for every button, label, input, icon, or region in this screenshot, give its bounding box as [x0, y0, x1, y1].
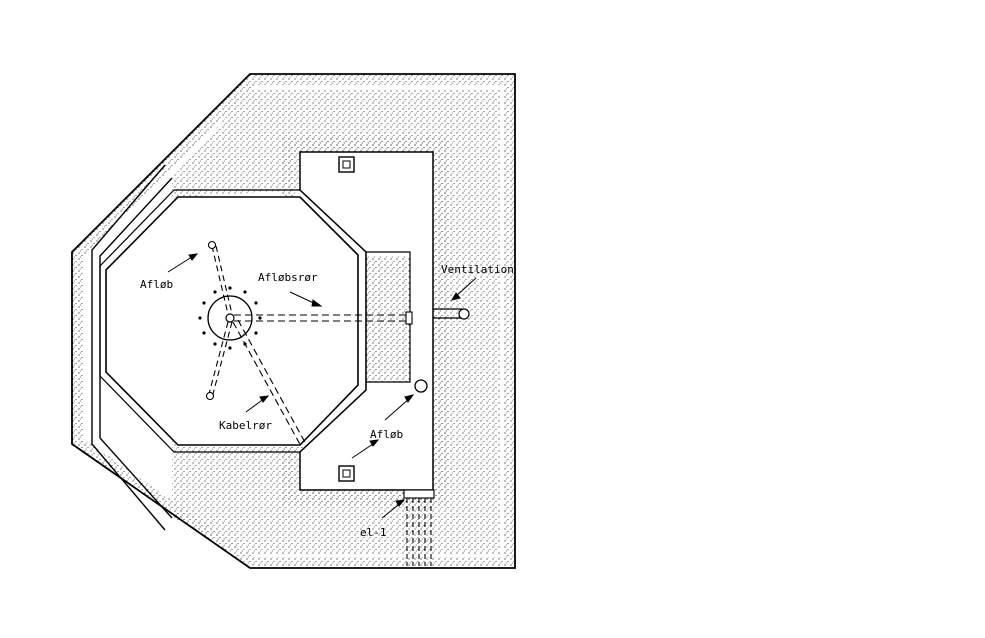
hatch-top — [338, 156, 355, 173]
label-kabelroer: Kabelrør — [219, 419, 272, 432]
drain-circle — [414, 379, 428, 393]
label-el1: el-1 — [360, 526, 387, 539]
label-afloebsroer: Afløbsrør — [258, 271, 318, 284]
label-ventilation: Ventilation — [441, 263, 514, 276]
annotation-arrows — [167, 253, 477, 519]
kabelroer-pipe — [232, 319, 308, 449]
ventilation-pipe — [433, 308, 470, 320]
drain-pipes — [205, 240, 233, 401]
hatch-bottom — [338, 465, 355, 482]
el1-cables — [403, 489, 435, 566]
afloebsroer-pipe — [234, 311, 413, 325]
label-afloeb-top: Afløb — [140, 278, 173, 291]
center-ring — [198, 286, 262, 350]
label-afloeb-bottom: Afløb — [370, 428, 403, 441]
